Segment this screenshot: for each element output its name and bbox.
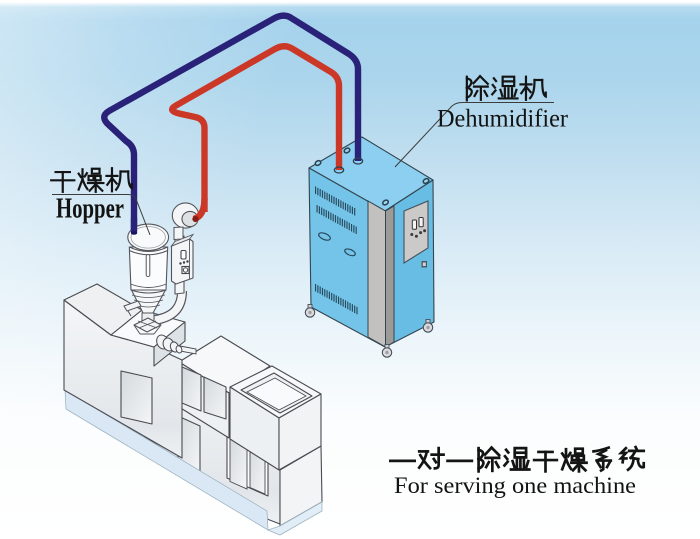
svg-text:Dehumidifier: Dehumidifier [437, 106, 569, 133]
svg-text:For serving one machine: For serving one machine [394, 473, 636, 498]
svg-text:Hopper: Hopper [56, 194, 124, 225]
